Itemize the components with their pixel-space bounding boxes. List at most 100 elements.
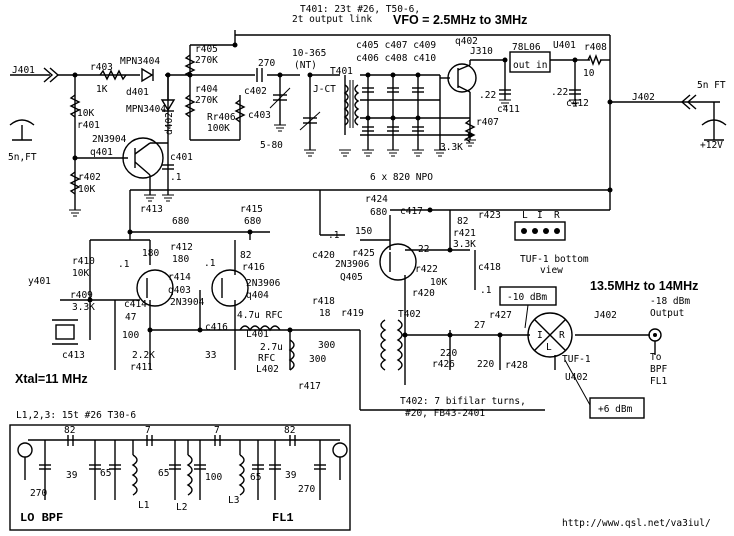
c420-value-top: .1 <box>328 230 340 241</box>
c412-value: .22 <box>551 87 568 98</box>
c414-label: c414 <box>124 299 147 310</box>
l401-value: 4.7u RFC <box>237 310 283 321</box>
source-url: http://www.qsl.net/va3iul/ <box>562 518 711 529</box>
r415-value: 680 <box>244 216 261 227</box>
filter-c82-a: 82 <box>64 425 75 436</box>
j401-label: J401 <box>12 65 35 76</box>
r410-value: 10K <box>72 268 89 279</box>
reg-78l06: 78L06 <box>512 42 541 53</box>
r427-label: r427 <box>489 310 512 321</box>
q401-type: 2N3904 <box>92 134 127 145</box>
filter-c100: 100 <box>205 472 222 483</box>
mpn3404-a: MPN3404 <box>120 56 160 67</box>
vfo-range: VFO = 2.5MHz to 3MHz <box>393 13 527 27</box>
output-freq: 13.5MHz to 14MHz <box>590 279 698 293</box>
c420-label: c420 <box>312 250 335 261</box>
tuf-pin-i: I <box>537 210 543 221</box>
r407-label: r407 <box>476 117 499 128</box>
filter-c7-a: 7 <box>145 425 151 436</box>
to-label: To <box>650 352 662 363</box>
r402-label: r402 <box>78 172 101 183</box>
c150-value: 150 <box>355 226 372 237</box>
r427-value: 27 <box>474 320 485 331</box>
q405-label: Q405 <box>340 272 363 283</box>
r403-value: 1K <box>96 84 108 95</box>
r412-value: 180 <box>142 248 159 259</box>
to-bpf: BPF <box>650 364 667 375</box>
l402-value: 2.7u <box>260 342 283 353</box>
l402-label: L402 <box>256 364 279 375</box>
t402-label: T402 <box>398 309 421 320</box>
u401-label: U401 <box>553 40 576 51</box>
l402-rfc: RFC <box>258 353 275 364</box>
r413-value: 680 <box>172 216 189 227</box>
r426-label: r426 <box>432 359 455 370</box>
r403-label: r403 <box>90 62 113 73</box>
ant-right-label: 5n FT <box>697 80 726 91</box>
y401-label: y401 <box>28 276 51 287</box>
r405-value: 270K <box>195 55 218 66</box>
c402-label: c402 <box>244 86 267 97</box>
j402-top-label: J402 <box>632 92 655 103</box>
r419-label: r419 <box>341 308 364 319</box>
cap-bank-top-1: c405 c407 c409 <box>356 40 436 51</box>
r409-value: 3.3K <box>72 302 95 313</box>
c402-value: 270 <box>258 58 275 69</box>
r410-label: r410 <box>72 256 95 267</box>
component-glyphs <box>9 42 727 419</box>
r402-value: 10K <box>78 184 95 195</box>
r409-label: r409 <box>70 290 93 301</box>
rr406-value: 100K <box>207 123 230 134</box>
filter-c270-b: 270 <box>298 484 315 495</box>
r426-value: 220 <box>440 348 457 359</box>
output-word: Output <box>650 308 684 319</box>
j310-label: J310 <box>470 46 493 57</box>
r300-a: 300 <box>318 340 335 351</box>
c-point1-c: .1 <box>204 258 216 269</box>
filter-l2: L2 <box>176 502 187 513</box>
r414-value: 180 <box>172 254 189 265</box>
r423-label: r423 <box>478 210 501 221</box>
d402-label: d402 <box>164 112 175 135</box>
reg-in: in <box>536 60 547 71</box>
q404-type: 2N3906 <box>246 278 281 289</box>
filter-c65-b: 65 <box>158 468 169 479</box>
r422-value: 10K <box>430 277 447 288</box>
tuf-bottom-title: TUF-1 bottom <box>520 254 589 265</box>
tuf1-label: TUF-1 <box>562 354 591 365</box>
r408-label: r408 <box>584 42 607 53</box>
q405-type: 2N3906 <box>335 259 370 270</box>
filter-l3: L3 <box>228 495 239 506</box>
filter-c65-c: 65 <box>250 472 261 483</box>
r422-label: r422 <box>415 264 438 275</box>
trim-nt: (NT) <box>294 60 317 71</box>
fl1-label: FL1 <box>272 511 294 525</box>
q403-label: q403 <box>168 285 191 296</box>
r428-label: r428 <box>505 360 528 371</box>
xtal-frequency: Xtal=11 MHz <box>15 372 88 386</box>
tuf-pin-r: R <box>554 210 560 221</box>
filter-c82-b: 82 <box>284 425 295 436</box>
c401-label: c401 <box>170 152 193 163</box>
q401-label: q401 <box>90 147 113 158</box>
t402-note-2: #20, FB43-2401 <box>405 408 485 419</box>
r411-value: 2.2K <box>132 350 155 361</box>
c-point1-b: .1 <box>118 259 130 270</box>
filter-c39-b: 39 <box>285 470 297 481</box>
ant-left-label: 5n,FT <box>8 152 37 163</box>
t402-note-1: T402: 7 bifilar turns, <box>400 396 526 407</box>
r405-label: r405 <box>195 44 218 55</box>
filter-c65-a: 65 <box>100 468 111 479</box>
r412-label: r412 <box>170 242 193 253</box>
t401-note-2: 2t output link <box>292 14 372 25</box>
q402-label: q402 <box>455 36 478 47</box>
reg-out: out <box>513 60 530 71</box>
c411-label: c411 <box>497 104 520 115</box>
r300-b: 300 <box>309 354 326 365</box>
c417-label: c417 <box>400 206 423 217</box>
rr406-label: Rr406 <box>207 112 236 123</box>
cap-bank-note: 6 x 820 NPO <box>370 172 433 183</box>
r411-label: r411 <box>130 362 153 373</box>
r421-label: r421 <box>453 228 476 239</box>
dbm-plus-6: +6 dBm <box>598 404 633 415</box>
